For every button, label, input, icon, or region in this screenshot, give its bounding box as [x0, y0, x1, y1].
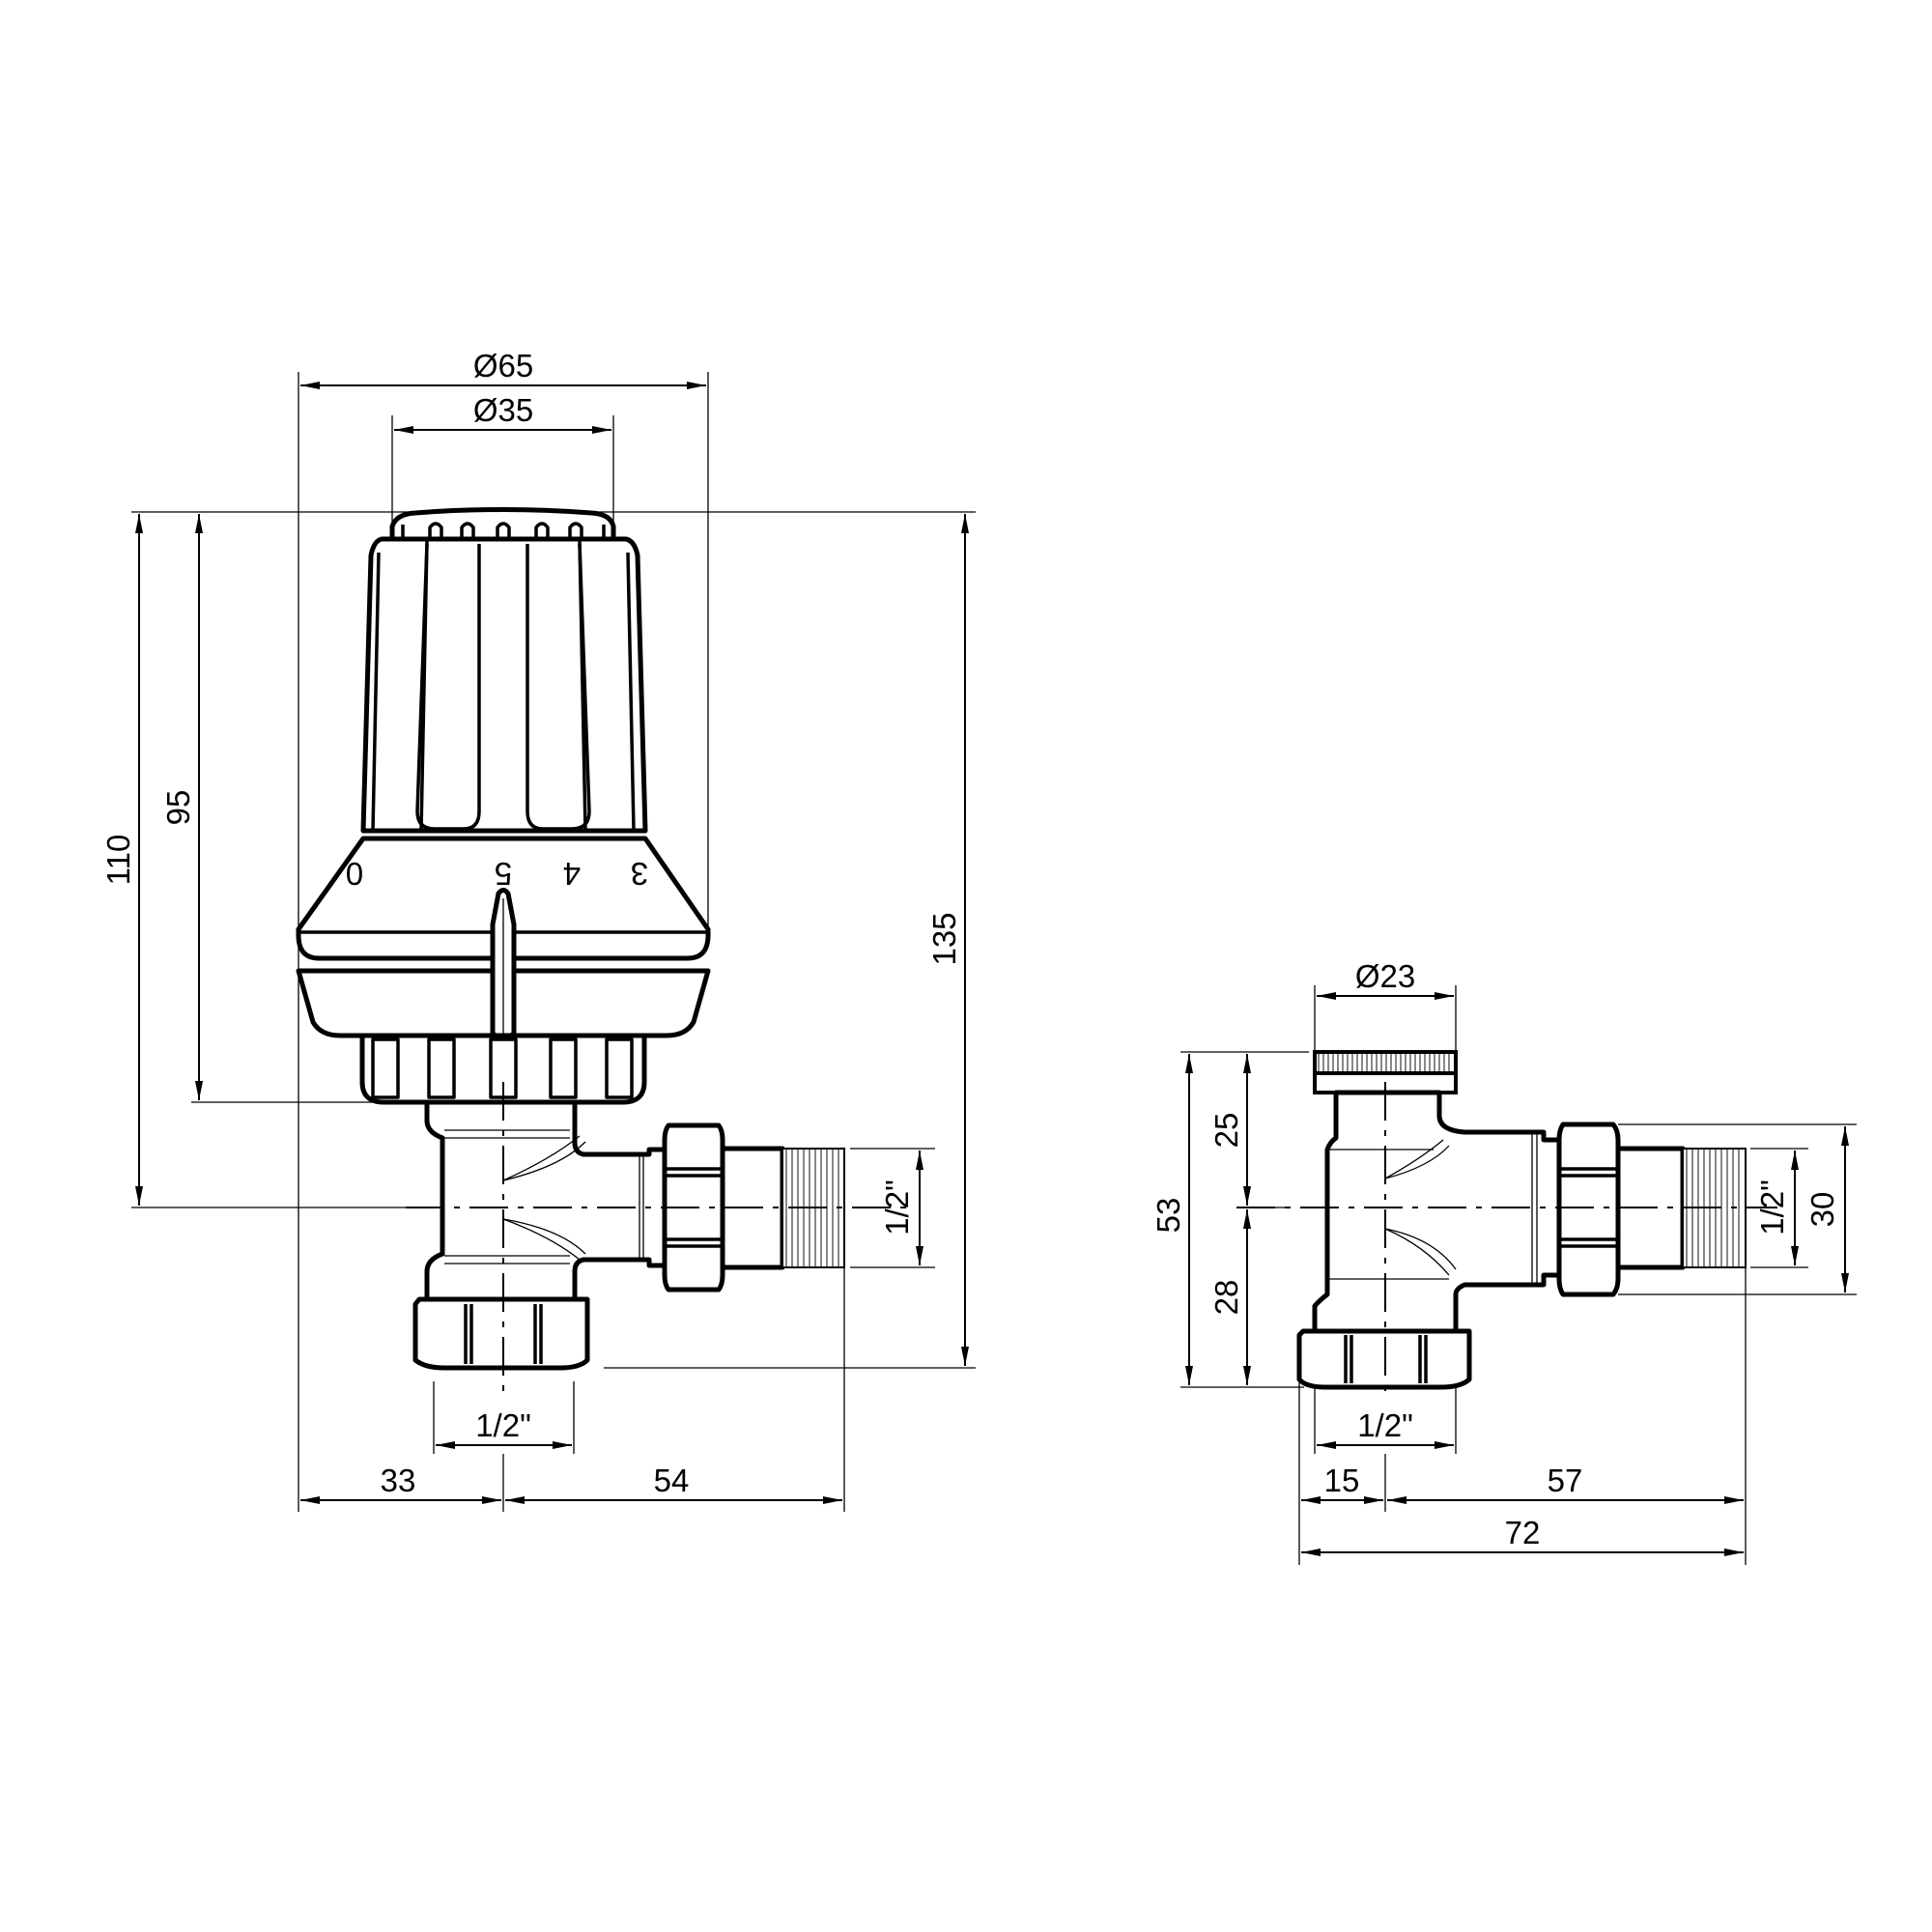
dim-label-25: 25: [1208, 1113, 1244, 1149]
dial-mark-3: 3: [631, 856, 648, 892]
dimension-height-53: 53: [1151, 1054, 1193, 1385]
centerlines-left-view: [406, 1082, 908, 1391]
dim-label-inlet-half-inch-right: 1/2": [1357, 1407, 1413, 1443]
dim-label-33: 33: [381, 1463, 416, 1498]
valve-tee-body-right: [1312, 1090, 1562, 1336]
dimension-horizontal-33-54: 33 54: [300, 1463, 842, 1504]
dim-label-95: 95: [160, 790, 196, 826]
dimension-head-top-diameter: Ø35: [394, 392, 611, 434]
valve-body-left: [412, 1099, 845, 1371]
dimension-height-110: 110: [100, 514, 143, 1206]
dim-label-inlet-half-inch: 1/2": [475, 1407, 531, 1443]
dimension-horizontal-15-57-72: 15 57 72: [1301, 1463, 1744, 1556]
dial-mark-0: 0: [346, 856, 363, 892]
dim-label-o65: Ø65: [473, 348, 533, 384]
dim-label-110: 110: [100, 835, 136, 886]
valve-body-right: [1296, 1090, 1747, 1390]
valve-body-cap-view: Ø23 53 25 28 1/2" 30 1/2" 1: [1151, 958, 1857, 1565]
valve-tee-body: [424, 1099, 671, 1302]
inlet-hex-nut: [412, 1296, 590, 1371]
dimension-inlet-thread: 1/2": [436, 1407, 572, 1449]
dim-label-28: 28: [1208, 1280, 1244, 1316]
head-locking-ring: [359, 1033, 647, 1105]
dim-label-53: 53: [1151, 1198, 1186, 1234]
dial-scale: 0 5 4 3: [346, 856, 648, 892]
dimension-head-outer-diameter: Ø65: [300, 348, 706, 389]
outlet-union-nut-right: [1556, 1122, 1621, 1297]
head-body: [360, 536, 648, 834]
extension-lines-right-view: [1180, 985, 1857, 1565]
dial-mark-5: 5: [495, 856, 512, 892]
dim-label-o23: Ø23: [1355, 958, 1415, 994]
dim-label-54: 54: [654, 1463, 690, 1498]
dimension-outlet-thread-and-nut: 1/2" 30: [1754, 1126, 1849, 1293]
dim-label-o35: Ø35: [473, 392, 533, 428]
dimension-cap-diameter: Ø23: [1317, 958, 1454, 1000]
dimension-inlet-thread-right: 1/2": [1317, 1407, 1454, 1449]
dimension-height-135: 135: [926, 514, 969, 1366]
dim-label-30: 30: [1804, 1192, 1840, 1228]
thermostatic-valve-view: Ø65 Ø35 110 95 135 1/2" 1/2": [100, 348, 976, 1512]
head-body-grooves: [371, 540, 636, 832]
dim-label-72: 72: [1505, 1515, 1541, 1550]
dim-label-135: 135: [926, 912, 962, 965]
dimension-height-25-28: 25 28: [1208, 1054, 1251, 1385]
centerlines-right-view: [1236, 1082, 1777, 1399]
dim-label-15: 15: [1324, 1463, 1360, 1498]
thermostatic-head: 0 5 4 3: [296, 507, 711, 1105]
dim-label-57: 57: [1548, 1463, 1583, 1498]
dial-mark-4: 4: [563, 856, 581, 892]
dimension-height-95: 95: [160, 514, 203, 1100]
